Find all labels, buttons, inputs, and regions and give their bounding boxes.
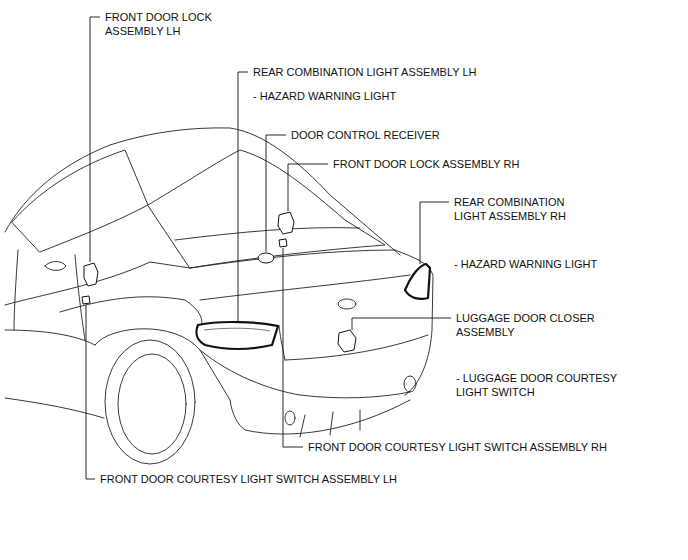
rear-window-heater-line	[175, 228, 360, 240]
part-label: REAR COMBINATION LIGHT ASSEMBLY RH	[453, 195, 600, 223]
leader-line	[352, 318, 451, 330]
trunk-top	[200, 275, 410, 300]
leader-line	[420, 202, 449, 264]
door-handle	[45, 262, 66, 271]
door-front-line	[14, 250, 18, 330]
tail-light-lh-lens	[204, 328, 270, 331]
part-label: - LUGGAGE DOOR COURTESY LIGHT SWITCH	[455, 371, 647, 399]
rear-deck-line	[190, 250, 395, 268]
leader-line	[238, 72, 248, 322]
part-label: FRONT DOOR LOCK ASSEMBLY LH	[104, 10, 241, 38]
roof-line	[5, 128, 400, 255]
leader-line	[90, 17, 100, 262]
part-label: REAR COMBINATION LIGHT ASSEMBLY LH	[252, 65, 478, 79]
leader-line	[288, 164, 328, 211]
part-label: FRONT DOOR COURTESY LIGHT SWITCH ASSEMBL…	[307, 440, 608, 454]
bumper-line	[200, 350, 410, 398]
tail-light-rh	[405, 264, 430, 299]
courtesy-switch-rh-part	[279, 239, 287, 247]
leader-line	[266, 135, 286, 252]
trunk-bottom	[285, 335, 428, 360]
part-label: FRONT DOOR COURTESY LIGHT SWITCH ASSEMBL…	[99, 472, 398, 486]
courtesy-switch-lh-part	[82, 296, 90, 304]
part-label: - HAZARD WARNING LIGHT	[252, 89, 397, 103]
exhaust-right	[404, 376, 416, 392]
leader-line	[86, 305, 95, 479]
door-lock-rh-part	[278, 212, 294, 234]
exhaust-left	[285, 411, 295, 425]
lower-body	[5, 398, 104, 418]
rear-tire	[105, 340, 195, 464]
side-window	[12, 150, 148, 252]
diffuser	[230, 400, 410, 434]
part-label: FRONT DOOR LOCK ASSEMBLY RH	[332, 157, 520, 171]
emblem	[338, 299, 356, 309]
tail-light-lh	[196, 322, 278, 349]
diffuser-fins	[300, 410, 360, 437]
luggage-door-closer-part	[338, 330, 356, 352]
door-lock-lh-part	[84, 263, 98, 286]
rear-wheel	[118, 354, 186, 454]
right-quarter	[395, 250, 433, 395]
side-sill	[5, 330, 95, 345]
belt-line	[5, 262, 190, 305]
part-label: DOOR CONTROL RECEIVER	[290, 128, 441, 142]
leader-line	[283, 248, 303, 447]
part-label: LUGGAGE DOOR CLOSER ASSEMBLY	[455, 311, 627, 339]
part-label: - HAZARD WARNING LIGHT	[453, 257, 598, 271]
door-control-receiver-part	[258, 253, 274, 263]
trunk-side	[279, 326, 285, 360]
